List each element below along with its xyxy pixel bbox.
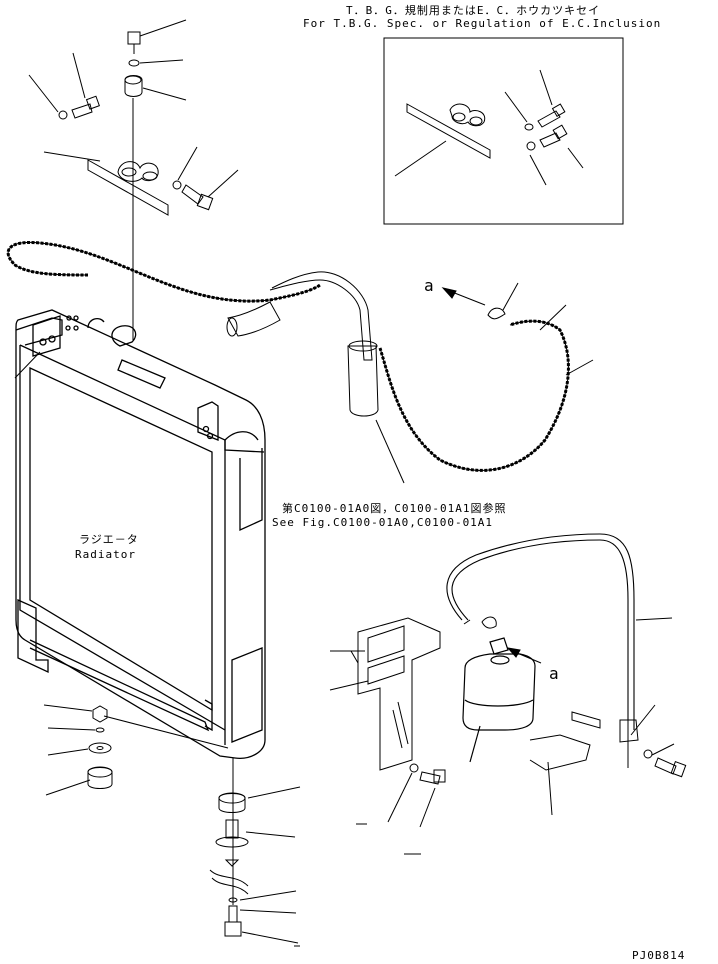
see-figure-jp: 第C0100-01A0図，C0100-01A1図参照 — [282, 502, 507, 515]
mount-parts-center — [209, 758, 301, 944]
arrow-a-bottom — [506, 647, 542, 664]
left-bolt — [58, 95, 100, 120]
hose-leaders — [375, 282, 594, 484]
arrow-a-label-top: a — [424, 276, 434, 295]
see-figure-en: See Fig.C0100-01A0,C0100-01A1 — [272, 516, 494, 529]
overflow-hose — [6, 240, 570, 472]
inset-box — [383, 37, 624, 225]
radiator-leaders — [14, 351, 229, 749]
arrow-a-top — [441, 287, 486, 306]
drawing-code: PJ0B814 — [632, 949, 686, 962]
tank-tube — [446, 533, 673, 768]
bracket-clamp — [87, 159, 169, 216]
misc-dashes — [294, 823, 421, 947]
tank-bracket — [329, 617, 441, 771]
inset-bolt-bottom — [526, 124, 568, 151]
arrow-a-label-bottom: a — [549, 664, 559, 683]
inset-bracket — [406, 103, 491, 159]
inset-bolt-top — [524, 103, 566, 131]
radiator-label-jp: ラジエ－タ — [79, 533, 139, 546]
radiator — [15, 309, 266, 759]
tank-strap — [529, 711, 601, 816]
header-jp: T．B．G．規制用またはE．C．ホウカツキセイ — [346, 4, 601, 17]
top-leaders — [28, 19, 239, 198]
radiator-label-en: Radiator — [75, 548, 136, 561]
tank-fasteners — [387, 743, 687, 828]
top-bolt — [124, 31, 143, 340]
header-en: For T.B.G. Spec. or Regulation of E.C.In… — [303, 17, 662, 30]
inset-leaders — [394, 69, 584, 186]
mount-parts-left — [43, 704, 113, 796]
right-bolt — [172, 180, 214, 211]
reserve-tank — [462, 637, 536, 763]
clamp-small — [481, 616, 497, 629]
